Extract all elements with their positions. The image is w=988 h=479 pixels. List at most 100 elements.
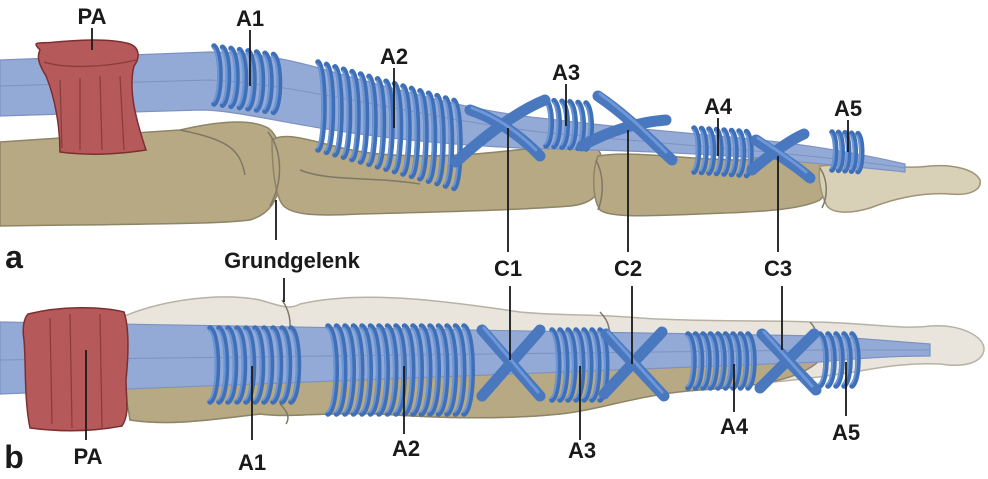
a1-pulley-b [207,325,302,405]
pulley-ring [737,331,750,391]
pulley-ring [315,59,327,153]
label-a1-a: A1 [236,6,264,31]
pulley-ring-highlight [435,96,443,183]
pulley-ring [383,78,395,172]
pulley-ring [374,76,387,170]
pulley-ring [279,325,293,405]
pulley-ring [715,331,727,391]
panel-a: PA A1 A2 A3 A4 A5 C1 C2 C3 Grundgelenk a [0,4,981,281]
a4-pulley-a [691,125,754,179]
pulley-ring [444,323,458,417]
pulley-ring-highlight [550,331,558,399]
pulley-ring-highlight [849,134,855,171]
pulley-ring-highlight [707,130,713,172]
pulley-ring [855,130,865,175]
pulley-ring [549,327,562,403]
pulley-ring-highlight [333,67,341,154]
pulley-ring-highlight [737,132,743,174]
pulley-ring-highlight [738,335,746,387]
pulley-ring-highlight [351,327,361,413]
pulley-ring-highlight [289,329,298,401]
pulley-ring-highlight [686,335,694,387]
pulley-ring-highlight [316,63,324,149]
c1-pulley-a [450,94,551,168]
pulley-ring [425,90,438,184]
pulley-ring [557,327,570,403]
c3-pulley-b [754,328,822,396]
pulley-ring [551,97,562,150]
pulley-ring [349,68,361,163]
pulley-ring-highlight [574,331,582,399]
pulley-ring [342,323,356,417]
pulley-ring [417,88,429,182]
pulley-ring-highlight [830,133,835,169]
pulley-ring-highlight [229,49,237,106]
pulley-ring [698,125,709,176]
pulley-ring-highlight [411,327,421,413]
a5-pulley-a [829,129,865,175]
palmar-aponeurosis-a [35,39,147,155]
pulley-ring-highlight [834,335,842,385]
pulley-ring [391,80,404,175]
pulley-ring [817,331,829,389]
pulley-ring-highlight [343,327,353,413]
pulley-ring [211,43,223,107]
pulley-ring [219,44,232,108]
pulley-ring-highlight [692,129,698,171]
pulley-ring-highlight [723,335,731,387]
pulley-ring-highlight [392,84,400,171]
pulley-ring-highlight [714,130,721,173]
pulley-ring [288,325,302,405]
pulley-ring-highlight [826,335,834,385]
label-a1-b: A1 [238,450,266,475]
pulley-ring-highlight [253,329,262,401]
bone-contour [179,129,246,176]
pulley-ring-highlight [280,329,289,401]
pulley-ring-highlight [836,133,842,170]
pulley-ring-highlight [452,101,460,188]
pulley-ring-highlight [217,329,226,401]
pulley-ring-highlight [394,327,404,413]
pulley-ring [825,331,837,389]
pulley-ring-highlight [368,327,378,413]
label-c3: C3 [764,256,792,281]
label-a5-b: A5 [832,420,860,445]
pulley-ring [461,323,475,417]
pulley-ring-highlight [850,335,858,385]
pulley-ring [207,325,221,405]
pulley-ring [401,323,416,417]
pulley-ring [736,128,747,178]
pulley-ring [685,331,697,391]
pulley-ring-highlight [744,132,751,175]
pulley-ring [270,325,284,405]
pulley-ring-highlight [582,331,590,399]
pulley-ring [225,325,239,405]
pulley-ring-highlight [244,329,253,401]
pulley-ring-highlight [708,335,716,387]
pulley-ring [323,61,336,156]
pulley-ring-highlight [701,335,709,387]
pulley-ring-highlight [324,65,332,152]
pulley-ring-highlight [341,70,349,157]
pulley-ring-highlight [418,91,426,178]
pulley-ring-highlight [263,54,271,111]
pulley-ring [376,323,390,417]
pulley-ring [270,51,283,116]
pulley-ring-highlight [419,327,429,413]
pulley-ring [745,331,757,391]
pulley-ring-highlight [722,131,728,173]
pulley-ring [366,73,378,168]
label-c2: C2 [614,256,642,281]
pulley-ring [692,331,705,391]
pulley-ring [434,92,446,187]
pulley-ring [707,331,720,391]
pulley-ring [706,126,717,176]
pulley-ring [848,130,858,174]
pulley-ring-highlight [402,327,412,413]
label-a3-b: A3 [568,438,596,463]
pulley-ring [589,327,602,403]
pulley-ring [581,327,594,403]
pulley-ring [728,127,739,178]
pulley-ring [228,45,240,110]
label-c1: C1 [494,256,522,281]
